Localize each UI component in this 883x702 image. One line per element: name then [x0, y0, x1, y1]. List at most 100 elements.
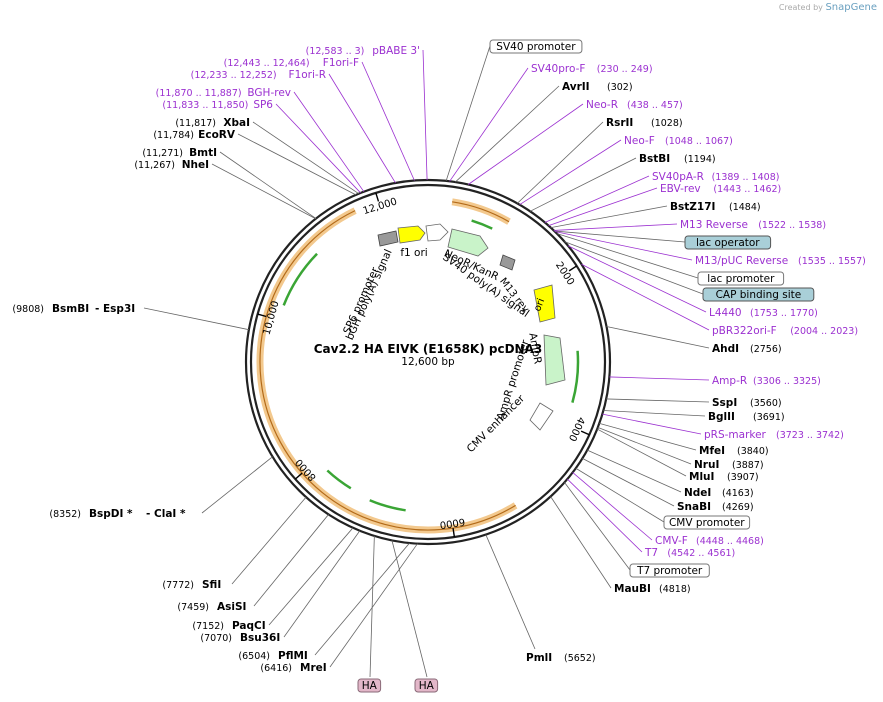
- svg-text:(9808): (9808): [12, 304, 44, 315]
- svg-text:BstBI: BstBI: [639, 153, 670, 165]
- backbone-inner: [249, 183, 607, 541]
- label-pflmi: (6504)PflMI: [238, 650, 307, 662]
- tick-label-4000: 4000: [566, 415, 586, 443]
- plasmid-backbone: [244, 178, 612, 546]
- svg-text:AvrII: AvrII: [562, 81, 590, 93]
- tick-10000: [257, 313, 267, 318]
- svg-text:(3691): (3691): [753, 412, 785, 423]
- svg-text:pRS-marker: pRS-marker: [704, 429, 767, 441]
- tick-8000: [294, 472, 303, 480]
- cds-arc-neor: [451, 198, 511, 225]
- green-arc-3: [369, 499, 406, 512]
- svg-text:lac promoter: lac promoter: [707, 273, 775, 285]
- label-t7-promoter: T7 promoter: [629, 563, 710, 578]
- label-bmti: BmtI(11,271): [142, 147, 217, 159]
- tick-12000: [375, 192, 380, 202]
- svg-text:XbaI: XbaI: [223, 117, 250, 129]
- neor-arrow-icon: [447, 228, 489, 257]
- green-arc-1: [471, 219, 493, 230]
- svg-text:(5652): (5652): [564, 653, 596, 664]
- svg-text:(3306 .. 3325): (3306 .. 3325): [753, 376, 821, 387]
- cds-arc-cav22-core: [259, 210, 516, 531]
- svg-text:SV40 promoter: SV40 promoter: [496, 41, 576, 53]
- svg-text:M13 Reverse: M13 Reverse: [680, 219, 748, 231]
- sp6-box-icon: [377, 230, 399, 247]
- svg-text:L4440: L4440: [709, 307, 742, 319]
- svg-text:CMV-F: CMV-F: [655, 535, 688, 547]
- label-f1ori-r: F1ori-R(12,233 .. 12,252): [191, 69, 326, 81]
- sv40pa-box-icon: [499, 254, 516, 271]
- green-arc-4: [326, 469, 352, 490]
- green-arc-5: [282, 252, 318, 306]
- svg-text:(4818): (4818): [659, 584, 691, 595]
- label-ori: ori: [532, 297, 547, 313]
- label-bspdi-: (8352)BspDI *- ClaI *: [49, 508, 186, 520]
- label-pbabe-3-: pBABE 3' (12,583 .. 3): [306, 45, 420, 57]
- svg-text:Bsu36I: Bsu36I: [240, 632, 280, 644]
- svg-text:(8352): (8352): [49, 509, 81, 520]
- label-paqci: (7152)PaqCI: [192, 620, 265, 632]
- green-arc-2: [571, 350, 580, 403]
- svg-text:MluI: MluI: [689, 471, 714, 483]
- label-bstbi: BstBI (1194): [639, 153, 716, 165]
- label-pmli: PmlI(5652): [526, 652, 596, 664]
- label-mrei: (6416)MreI: [260, 662, 326, 674]
- label-ahdi: AhdI(2756): [712, 343, 782, 355]
- ori-arrow-icon: [533, 284, 556, 323]
- site-labels: pBABE 3' (12,583 .. 3)F1ori-F(12,443 .. 1…: [12, 39, 866, 693]
- label-bstz17i: BstZ17I(1484): [670, 201, 761, 213]
- svg-text:(1194): (1194): [684, 154, 716, 165]
- label-sv40pro-f: SV40pro-F(230 .. 249): [531, 63, 653, 75]
- svg-text:M13/pUC Reverse: M13/pUC Reverse: [695, 255, 788, 267]
- label-lac-operator: lac operator: [684, 235, 772, 250]
- svg-text:HA: HA: [362, 680, 378, 692]
- label-f1ori-f: F1ori-F(12,443 .. 12,464): [224, 57, 359, 69]
- label-neo-f: Neo-F(1048 .. 1067): [624, 135, 733, 147]
- label-m13-reverse: M13 Reverse(1522 .. 1538): [680, 219, 826, 231]
- label-prs-marker: pRS-marker(3723 .. 3742): [704, 429, 844, 441]
- svg-text:(3840): (3840): [737, 446, 769, 457]
- svg-text:(12,583 .. 3): (12,583 .. 3): [306, 46, 365, 57]
- svg-text:BmtI: BmtI: [189, 147, 217, 159]
- label-bsmbi: (9808) BsmBI - Esp3I: [12, 303, 135, 315]
- label-nhei: NheI(11,267): [134, 159, 209, 171]
- f1-ori-arrow-icon: [397, 225, 426, 244]
- label-ebv-rev: EBV-rev(1443 .. 1462): [660, 183, 781, 195]
- label-nrui: NruI(3887): [694, 459, 764, 471]
- label-m13-puc-reverse: M13/pUC Reverse(1535 .. 1557): [695, 255, 866, 267]
- label-cmv-f: CMV-F(4448 .. 4468): [655, 535, 764, 547]
- svg-text:(302): (302): [607, 82, 633, 93]
- svg-text:(1028): (1028): [651, 118, 683, 129]
- label-cmv-promoter: CMV promoter: [663, 515, 751, 530]
- svg-text:MreI: MreI: [300, 662, 327, 674]
- svg-text:BsmBI: BsmBI: [52, 303, 89, 315]
- svg-text:SspI: SspI: [712, 397, 737, 409]
- feature-arcs: [256, 198, 580, 534]
- label-sv40pa-r: SV40pA-R(1389 .. 1408): [652, 171, 779, 183]
- label-amp-r: Amp-R (3306 .. 3325): [712, 375, 821, 387]
- label-bglii: BglII(3691): [708, 411, 785, 423]
- tick-label-2000: 2000: [553, 260, 576, 287]
- label-sfii: (7772)SfiI: [162, 579, 221, 591]
- label-ha: HA: [414, 678, 439, 693]
- svg-text:pBABE 3': pBABE 3': [372, 45, 420, 57]
- svg-text:PflMI: PflMI: [278, 650, 308, 662]
- label-rsrii: RsrII(1028): [606, 117, 683, 129]
- svg-text:- Esp3I: - Esp3I: [95, 303, 135, 315]
- svg-text:SfiI: SfiI: [202, 579, 221, 591]
- label-leaders: [143, 45, 710, 678]
- label-ndei: NdeI(4163): [684, 487, 754, 499]
- label-f1-ori: f1 ori: [400, 247, 427, 259]
- svg-text:(1484): (1484): [729, 202, 761, 213]
- svg-text:Amp-R: Amp-R: [712, 375, 747, 387]
- label-bsu36i: (7070)Bsu36I: [200, 632, 280, 644]
- svg-text:EcoRV: EcoRV: [198, 129, 236, 141]
- label-avrii: AvrII (302): [562, 81, 633, 93]
- svg-text:SV40pro-F: SV40pro-F: [531, 63, 585, 75]
- svg-text:SV40pA-R: SV40pA-R: [652, 171, 704, 183]
- svg-text:(11,870 .. 11,887): (11,870 .. 11,887): [156, 88, 242, 99]
- tick-4000: [580, 430, 590, 436]
- svg-text:SnaBI: SnaBI: [677, 501, 711, 513]
- svg-text:(3560): (3560): [750, 398, 782, 409]
- svg-text:MfeI: MfeI: [699, 445, 725, 457]
